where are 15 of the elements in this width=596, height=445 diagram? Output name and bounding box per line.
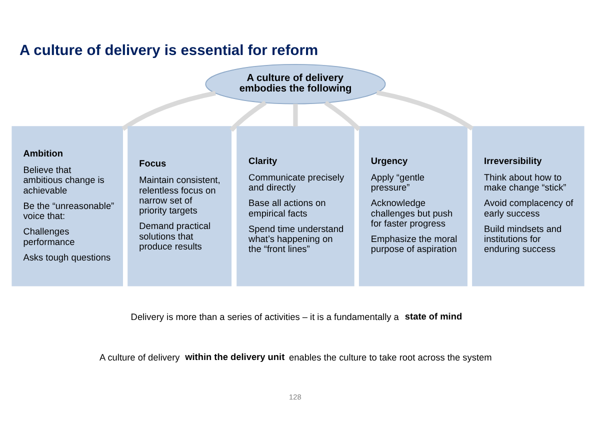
label: 128 — [289, 392, 302, 401]
connector — [324, 100, 361, 131]
connector — [376, 90, 474, 130]
node-box: Focus Maintain consistent, relentless focus on narrow set of priority targets Demand practical solutions that produce results — [128, 126, 232, 286]
diagram-title: A culture of delivery is essential for reform — [20, 42, 318, 59]
node-ellipse: A culture of delivery embodies the following — [205, 63, 386, 104]
node-box: Ambition Believe that ambitious change is achievable Be the “unreasonable” voice that: Challenges performance Asks tough questions — [12, 126, 123, 286]
connector — [293, 103, 298, 126]
label: A culture of delivery within the delivery unit enables the culture to take root across the system — [100, 351, 492, 362]
connector — [230, 100, 267, 132]
node-box: Clarity Communicate precisely and directly Base all actions on empirical facts Spend time understand what’s happening on the “front lines” — [236, 126, 354, 286]
label: Delivery is more than a series of activities – it is a fundamentally a state of mind — [130, 310, 462, 322]
node-box: Urgency Apply “gentle pressure” Acknowledge challenges but push for faster progress Emphasize the moral purpose of aspiration — [358, 126, 468, 286]
connector — [122, 90, 216, 130]
node-box: Irreversibility Think about how to make change “stick” Avoid complacency of early success Build mindsets and institutions for enduring success — [472, 126, 584, 286]
